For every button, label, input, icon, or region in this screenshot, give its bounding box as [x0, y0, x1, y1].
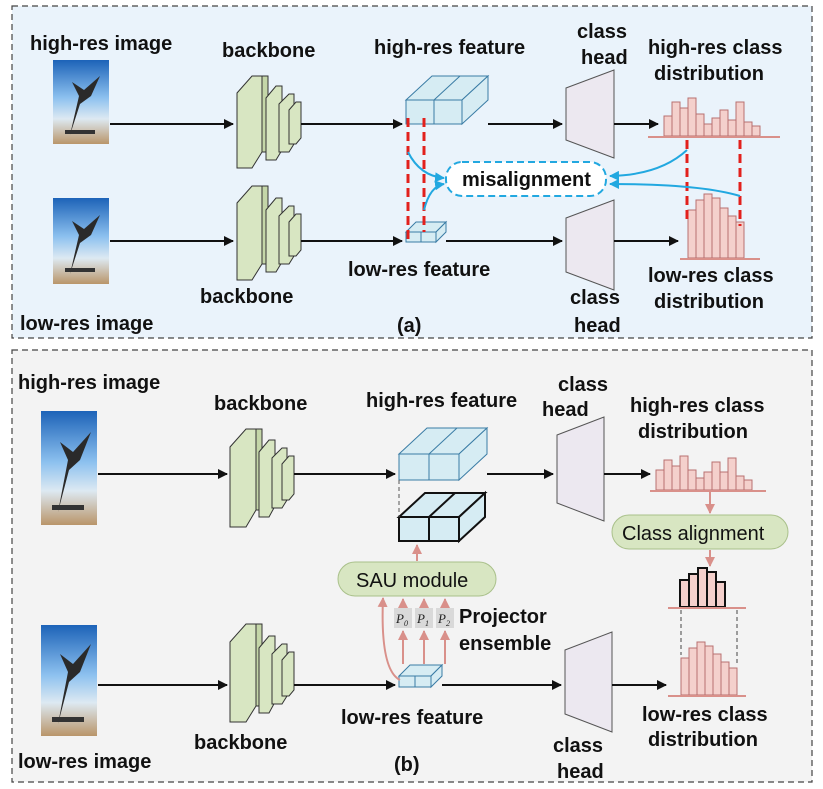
low-res-dist-label-1: low-res class	[648, 265, 774, 287]
low-res-feature-b	[397, 663, 444, 689]
panel-a-caption: (a)	[397, 315, 421, 337]
class-head-bottom-label-2: head	[574, 315, 621, 337]
sau-module-label: SAU module	[356, 570, 468, 592]
low-res-dist-label-b-2: distribution	[648, 729, 758, 751]
low-res-dist-label-b-1: low-res class	[642, 704, 768, 726]
backbone-top-a	[236, 75, 302, 169]
svg-text:P2: P2	[437, 611, 450, 628]
class-head-bottom-a	[565, 199, 615, 291]
high-res-histogram-b	[650, 455, 766, 492]
projector-ensemble-label-2: ensemble	[459, 633, 551, 655]
svg-text:P1: P1	[416, 611, 429, 628]
high-res-feature-a	[404, 74, 490, 126]
sau-module-box	[337, 561, 497, 597]
high-res-image-b	[41, 411, 97, 525]
panel-a-frame	[11, 5, 813, 339]
high-res-image	[53, 60, 109, 144]
panel-b-caption: (b)	[394, 754, 420, 776]
misalignment-label: misalignment	[462, 169, 591, 191]
class-head-bottom-label-1: class	[570, 287, 620, 309]
projector-p2: P2	[436, 608, 454, 628]
high-res-dist-label-b-2: distribution	[638, 421, 748, 443]
class-head-top-label-2: head	[581, 47, 628, 69]
projector-p1: P1	[415, 608, 433, 628]
class-head-bottom-label-b-1: class	[553, 735, 603, 757]
low-res-feature-label: low-res feature	[348, 259, 490, 281]
low-res-feature-label-b: low-res feature	[341, 707, 483, 729]
class-head-bottom-label-b-2: head	[557, 761, 604, 783]
projector-ensemble-label-1: Projector	[459, 606, 547, 628]
high-res-feature-label: high-res feature	[374, 37, 525, 59]
backbone-top-b	[229, 428, 295, 528]
low-res-feature-a	[404, 220, 448, 244]
class-head-top-label-b-2: head	[542, 399, 589, 421]
high-res-histogram-a	[648, 97, 780, 138]
projected-feature-b	[396, 490, 488, 544]
low-res-image-label-b: low-res image	[18, 751, 151, 773]
backbone-bottom-b	[229, 623, 295, 723]
dashed-misalign-lines	[406, 118, 742, 240]
class-head-top-label-1: class	[577, 21, 627, 43]
high-res-image-label-b: high-res image	[18, 372, 160, 394]
misalignment-box	[445, 161, 607, 197]
class-head-top-b	[556, 416, 605, 522]
high-res-dist-label-b-1: high-res class	[630, 395, 765, 417]
low-res-image	[53, 198, 109, 284]
low-res-image-b	[41, 625, 97, 736]
histogram-link-dashes	[680, 610, 738, 665]
class-alignment-label: Class alignment	[622, 523, 765, 545]
backbone-top-label: backbone	[222, 40, 315, 62]
low-res-histogram-a	[680, 193, 760, 260]
high-res-image-label: high-res image	[30, 33, 172, 55]
class-head-top-a	[565, 69, 615, 159]
class-head-bottom-b	[564, 631, 613, 733]
low-res-histogram-b	[668, 641, 746, 697]
projector-p0: P0	[394, 608, 412, 628]
class-head-top-label-b-1: class	[558, 374, 608, 396]
class-alignment-box	[611, 514, 789, 550]
high-res-dist-label-1: high-res class	[648, 37, 783, 59]
low-res-image-label: low-res image	[20, 313, 153, 335]
projector-arrows	[377, 544, 450, 681]
aligned-histogram-b	[668, 567, 746, 609]
high-res-dist-label-2: distribution	[654, 63, 764, 85]
blue-misalign-arrows	[407, 149, 741, 211]
high-res-feature-b	[397, 426, 489, 482]
low-res-dist-label-2: distribution	[654, 291, 764, 313]
high-res-feature-label-b: high-res feature	[366, 390, 517, 412]
backbone-bottom-label-b: backbone	[194, 732, 287, 754]
backbone-bottom-label: backbone	[200, 286, 293, 308]
backbone-top-label-b: backbone	[214, 393, 307, 415]
backbone-bottom-a	[236, 185, 302, 281]
svg-text:P0: P0	[395, 611, 408, 628]
